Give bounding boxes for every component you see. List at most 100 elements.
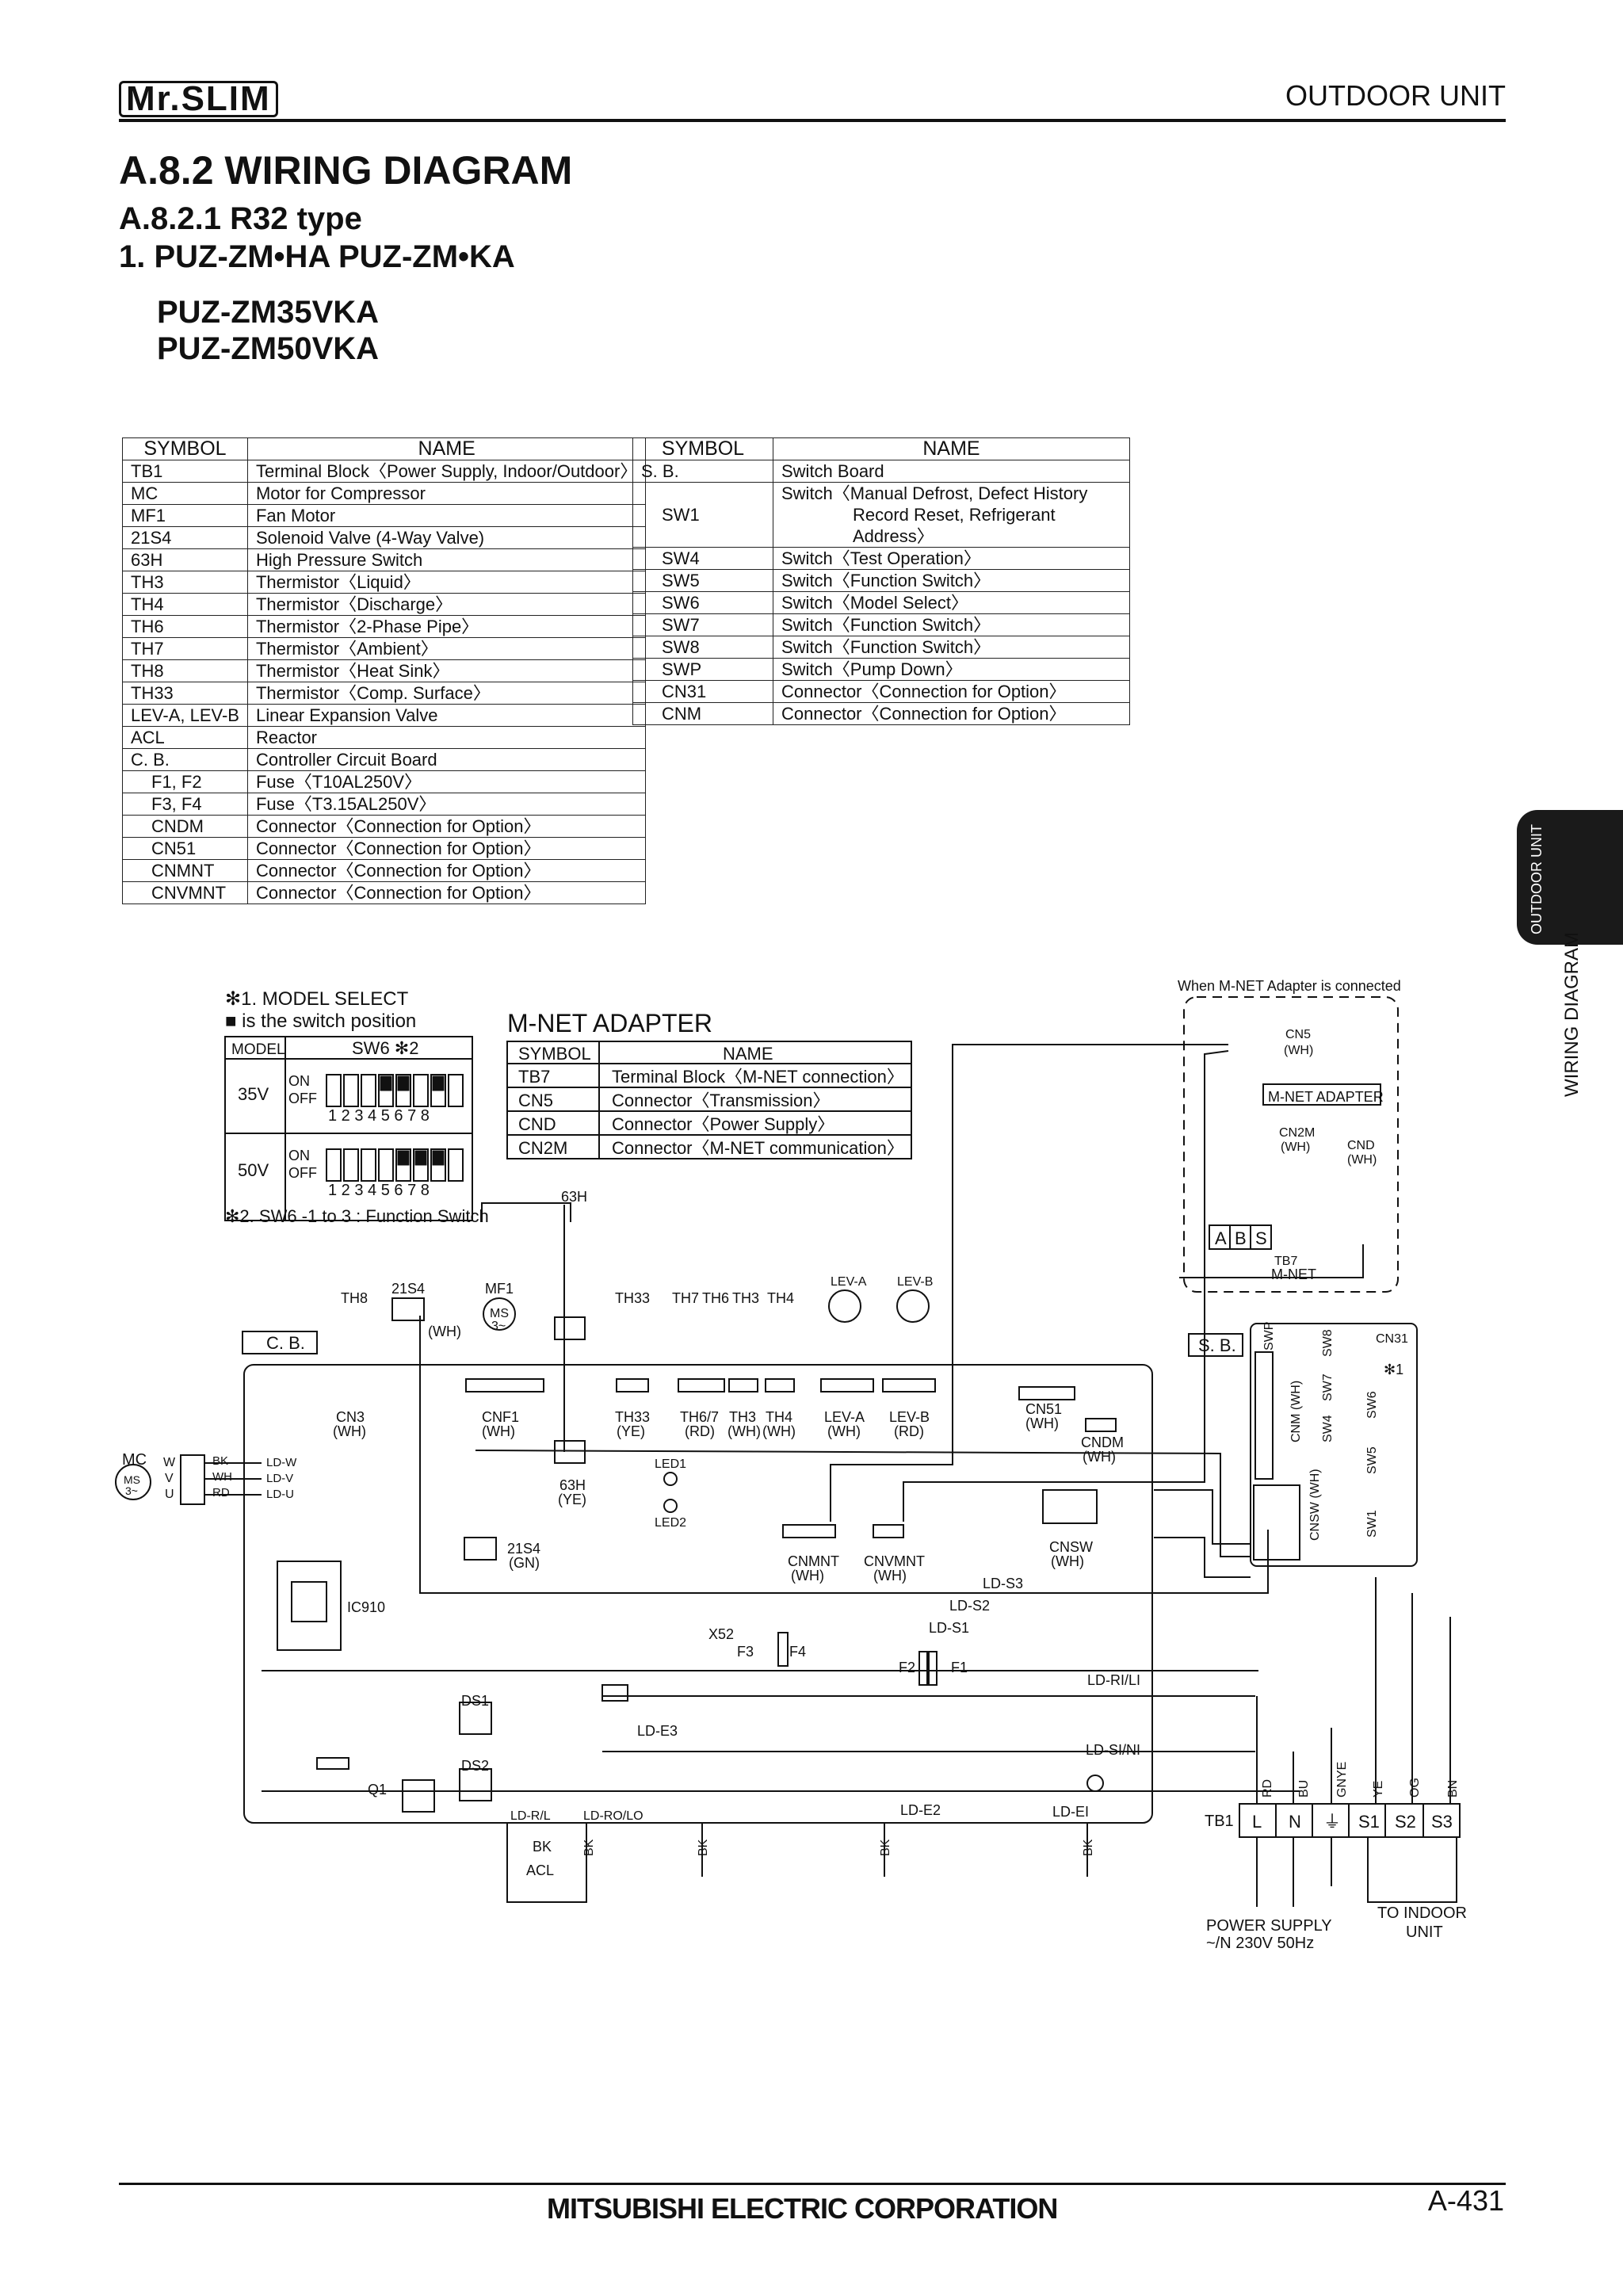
ld-rili-label: LD-RI/LI	[1087, 1672, 1140, 1688]
f3-label: F3	[737, 1644, 754, 1660]
symbol-cell: SW5	[632, 569, 773, 592]
name-cell: Connector〈Connection for Option〉	[246, 837, 647, 860]
th4-conn-color: (WH)	[762, 1423, 796, 1439]
sw5-label: SW5	[1365, 1446, 1379, 1474]
name-cell: Solenoid Valve (4-Way Valve)	[246, 526, 647, 549]
symbol-cell: CNM	[632, 702, 773, 725]
switch-board	[1250, 1323, 1418, 1567]
model-select-box	[224, 1036, 473, 1221]
th4-label: TH4	[767, 1290, 794, 1306]
mc-u: U	[165, 1488, 174, 1501]
model-select-note: ✻1. MODEL SELECT	[225, 988, 409, 1010]
cnf1-color: (WH)	[482, 1423, 515, 1439]
mnet-row-name: Terminal Block〈M-NET connection〉	[612, 1067, 904, 1087]
ld-w: LD-W	[266, 1456, 297, 1469]
wire-color-ye: YE	[1372, 1781, 1385, 1797]
mc-ms: MS	[124, 1473, 140, 1486]
cn5-label: CN5	[1285, 1028, 1311, 1041]
model-35v: 35V	[238, 1084, 269, 1104]
cn51-label: CN51	[1025, 1401, 1062, 1417]
name-cell: Connector〈Connection for Option〉	[246, 815, 647, 838]
c21s4-gn-label: 21S4	[507, 1541, 540, 1557]
wire-color-gnye: GNYE	[1335, 1762, 1349, 1797]
th67-conn-color: (RD)	[685, 1423, 715, 1439]
led2-label: LED2	[655, 1516, 686, 1530]
model-select-note-b: ■ is the switch position	[225, 1010, 416, 1032]
th33-conn-label: TH33	[615, 1409, 650, 1425]
sw6-col-label: SW6 ✻2	[352, 1038, 418, 1058]
tb1-term-s1: S1	[1358, 1812, 1380, 1832]
ld-u: LD-U	[266, 1488, 294, 1501]
sw1-label: SW1	[1365, 1510, 1379, 1538]
model-col-label: MODEL	[231, 1041, 285, 1058]
levb-conn-color: (RD)	[894, 1423, 924, 1439]
name-cell: Connector〈Connection for Option〉	[246, 859, 647, 882]
dip-switch-on	[432, 1075, 445, 1091]
name-cell: Thermistor〈Liquid〉	[246, 571, 647, 594]
mnet-row-symbol: CN2M	[518, 1138, 567, 1158]
c63h-conn-label: 63H	[559, 1477, 586, 1493]
power-supply-label: POWER SUPPLY	[1206, 1917, 1332, 1935]
tb7-label: TB7	[1274, 1255, 1297, 1268]
ld-v: LD-V	[266, 1472, 293, 1485]
mnet-title: M-NET ADAPTER	[507, 1009, 712, 1037]
mnet-row-name: Connector〈M-NET communication〉	[612, 1138, 904, 1158]
dip-switch-off	[380, 1165, 391, 1179]
name-cell: Thermistor〈Comp. Surface〉	[246, 682, 647, 705]
th67-conn-label: TH6/7	[680, 1409, 719, 1425]
cnd-color: (WH)	[1347, 1153, 1377, 1167]
dip-switch-on	[397, 1150, 410, 1166]
cnm-label: CNM (WH)	[1289, 1381, 1303, 1442]
c63h-color: (YE)	[558, 1492, 586, 1507]
cnmnt-label: CNMNT	[788, 1553, 839, 1569]
tb1-term-l: L	[1252, 1812, 1262, 1832]
dip-switch-on	[432, 1150, 445, 1166]
symbol-cell: 21S4	[122, 526, 248, 549]
symbol-cell: MC	[122, 482, 248, 505]
cnd-label: CND	[1347, 1139, 1375, 1152]
q1-label: Q1	[368, 1782, 387, 1797]
tb7-term-b: B	[1235, 1228, 1247, 1248]
leva-label: LEV-A	[831, 1275, 867, 1289]
cnmnt-color: (WH)	[791, 1568, 824, 1584]
dip-switch-off	[328, 1165, 339, 1179]
mnet-col-symbol: SYMBOL	[518, 1044, 591, 1064]
name-line-2: Record Reset, Refrigerant Address〉	[853, 505, 1056, 546]
dip-switch-off	[346, 1091, 357, 1105]
cn3-label: CN3	[336, 1409, 365, 1425]
th3-conn-label: TH3	[729, 1409, 756, 1425]
off-label-50v: OFF	[288, 1165, 317, 1181]
s21s4-label: 21S4	[391, 1281, 425, 1297]
led1-label: LED1	[655, 1457, 686, 1471]
symbol-cell: CNMNT	[122, 859, 248, 882]
cnsw-vertical-label: CNSW (WH)	[1308, 1469, 1322, 1541]
th7-label: TH7	[672, 1290, 699, 1306]
ld-rl-label: LD-R/L	[510, 1809, 551, 1823]
cnvmnt-color: (WH)	[873, 1568, 907, 1584]
th4-conn-label: TH4	[766, 1409, 792, 1425]
series-title: 1. PUZ-ZM•HA PUZ-ZM•KA	[119, 239, 515, 274]
name-cell: Switch〈Model Select〉	[773, 591, 1130, 614]
cn2m-label: CN2M	[1279, 1126, 1315, 1140]
tb1-term-ground: ⏚	[1323, 1812, 1341, 1832]
wire-bk-v2: BK	[697, 1839, 710, 1856]
switch-digits-35v: 1 2 3 4 5 6 7 8	[328, 1107, 430, 1125]
mnet-row-name: Connector〈Transmission〉	[612, 1091, 831, 1110]
tb7-name: M-NET	[1271, 1266, 1316, 1282]
ld-ei-label: LD-EI	[1052, 1804, 1089, 1820]
symbol-cell: CNVMNT	[122, 881, 248, 904]
dip-switch-off	[346, 1165, 357, 1179]
wire-bk-v4: BK	[1082, 1839, 1095, 1856]
symbol-cell: SW1	[632, 482, 773, 548]
mc-ms3: 3~	[125, 1484, 138, 1497]
table-row: C. B.Controller Circuit Board	[122, 748, 647, 771]
